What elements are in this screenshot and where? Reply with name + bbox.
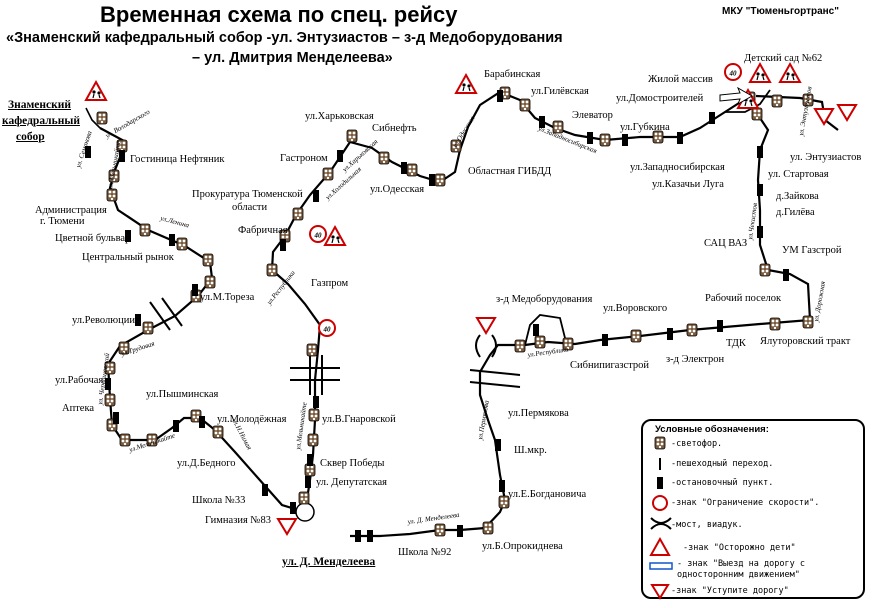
- route-finish-label: ул. Д. Менделеева: [282, 556, 376, 568]
- stop-gileva: д.Гилёва: [776, 207, 815, 218]
- stop-gnarovskoy: ул.В.Гнаровской: [322, 414, 396, 425]
- legend-box: Условные обозначения: -светофор. -пешехо…: [641, 419, 865, 600]
- street-odesskaya: ул.Одесская: [450, 115, 476, 150]
- stop-rabochaya: ул.Рабочая: [55, 375, 103, 386]
- stop-barabinskaya: Барабинская: [484, 69, 540, 80]
- legend-oneway-2: односторонним движением": [677, 570, 800, 580]
- route-subtitle-line1: «Знаменский кафедральный собор -ул. Энту…: [6, 30, 563, 46]
- stop-shkola92: Школа №92: [398, 547, 451, 558]
- stop-sh: Ш.мкр.: [514, 445, 547, 456]
- legend-crossing: -пешеходный переход.: [671, 459, 774, 469]
- warning-signs: [85, 63, 857, 535]
- stop-neftyanik: Гостиница Нефтяник: [130, 154, 225, 165]
- stop-labels: Гостиница Нефтяник Администрация г. Тюме…: [35, 53, 861, 558]
- stop-gibdd: Областная ГИБДД: [468, 166, 551, 177]
- legend-oneway-1: - знак "Выезд на дорогу с: [677, 559, 805, 569]
- stop-kazachi: ул.Казачьи Луга: [652, 179, 724, 190]
- stop-elevator: Элеватор: [572, 110, 613, 121]
- stop-tdk: ТДК: [726, 338, 747, 349]
- stop-molodezhnaya: ул.Молодёжная: [217, 414, 287, 425]
- street-entuziastov: ул. Энтузиастов: [797, 86, 814, 137]
- stop-shkola33: Школа №33: [192, 495, 245, 506]
- speed-limit-value-2: 40: [323, 326, 332, 334]
- stop-sibneft: Сибнефть: [372, 123, 417, 134]
- legend-bridge: -мост, виадук.: [671, 520, 743, 530]
- bridge-trudovaya: [149, 297, 183, 331]
- stop-admin-1: Администрация: [35, 205, 107, 216]
- stop-skver: Сквер Победы: [320, 458, 385, 469]
- legend-children: -знак "Осторожно дети": [683, 543, 796, 553]
- bridge-permyakova: [469, 334, 521, 388]
- stop-revolyutsii: ул.Революции: [72, 315, 135, 326]
- map-title: Временная схема по спец. рейсу: [100, 2, 458, 27]
- stop-zapadnosib: ул.Западносибирская: [630, 162, 725, 173]
- stop-gastronom: Гастроном: [280, 153, 328, 164]
- stop-gimnaziya83: Гимназия №83: [205, 515, 271, 526]
- start-line-2: кафедральный: [2, 115, 80, 127]
- stop-elektron: з-д Электрон: [666, 354, 724, 365]
- stop-entuziastov: ул. Энтузиастов: [790, 152, 861, 163]
- start-line-1: Знаменский: [8, 99, 71, 111]
- street-respubliki-2: ул.Республики: [526, 345, 569, 359]
- start-stub: [85, 107, 101, 129]
- street-melnikayte-3: ул.Мельникайте: [294, 402, 309, 451]
- organization-name: МКУ "Тюменьгортранс": [722, 6, 839, 17]
- stop-medob: з-д Медоборудования: [496, 294, 593, 305]
- stop-permyakova: ул.Пермякова: [508, 408, 569, 419]
- street-mendeleeva: ул. Д. Менделеева: [406, 511, 460, 526]
- stop-admin-2: г. Тюмени: [40, 216, 85, 227]
- street-dorozhnaya: ул. Дорожная: [812, 281, 827, 324]
- legend-speed: -знак "Ограничение скорости".: [671, 498, 820, 508]
- speed-limit-value: 40: [314, 232, 323, 240]
- branch-line: [755, 94, 839, 131]
- stop-yalut: Ялуторовский тракт: [760, 336, 851, 347]
- stop-vorovskogo: ул.Воровского: [603, 303, 667, 314]
- route-subtitle-line2: – ул. Дмитрия Менделеева»: [192, 50, 393, 66]
- stop-tsvetnoy: Цветной бульвар: [55, 233, 130, 244]
- stop-deputatskaya: ул. Депутатская: [316, 477, 387, 488]
- stop-prokuratura-1: Прокуратура Тюменской: [192, 189, 303, 200]
- bridge-melnikayte: [290, 355, 340, 395]
- stop-bednogo: ул.Д.Бедного: [177, 458, 236, 469]
- stop-pyshminskaya: ул.Пышминская: [146, 389, 219, 400]
- stop-bogdanovicha: ул.Е.Богдановича: [508, 489, 586, 500]
- stop-startovaya: ул. Стартовая: [768, 169, 829, 180]
- stop-zaykova: д.Зайкова: [776, 191, 819, 202]
- loop-medob: [524, 314, 566, 346]
- stop-oprokidneva: ул.Б.Опрокиднева: [482, 541, 563, 552]
- legend-title: Условные обозначения:: [655, 424, 769, 435]
- street-lenina: ул.Ленина: [159, 214, 191, 230]
- speed-limit-value-3: 40: [729, 70, 738, 78]
- stop-gilevskaya: ул.Гилёвская: [531, 86, 589, 97]
- start-line-3: собор: [16, 131, 45, 143]
- roundabout: [295, 502, 315, 522]
- stop-kharkovskaya: ул.Харьковская: [305, 111, 374, 122]
- street-volodarskogo: ул. Володарского: [103, 108, 152, 141]
- stop-sibnipi: Сибнипигазстрой: [570, 360, 649, 371]
- stop-odesskaya: ул.Одесская: [370, 184, 424, 195]
- legend-symbols: [649, 436, 673, 600]
- stop-gubkina: ул.Губкина: [620, 122, 670, 133]
- stop-detsad: Детский сад №62: [744, 53, 822, 64]
- legend-traffic-light: -светофор.: [671, 439, 723, 449]
- stop-domostroiteley: ул.Домостроителей: [616, 93, 704, 104]
- stop-rynok: Центральный рынок: [82, 252, 175, 263]
- stop-sats: САЦ ВАЗ: [704, 238, 747, 249]
- legend-stop: -остановочный пункт.: [671, 478, 774, 488]
- stop-rabpos: Рабочий поселок: [705, 293, 782, 304]
- stop-toreza: ул.М.Тореза: [200, 292, 255, 303]
- stop-zhiloy: Жилой массив: [648, 74, 713, 85]
- stop-fabrichnaya: Фабричная: [238, 225, 288, 236]
- stop-um: УМ Газстрой: [782, 245, 842, 256]
- route-start-label: Знаменский кафедральный собор: [2, 97, 80, 145]
- street-melnikayte-1: ул. Мельникайте: [106, 140, 123, 191]
- legend-yield: -знак "Уступите дорогу": [671, 586, 789, 596]
- stop-apteka: Аптека: [62, 403, 94, 414]
- stop-prokuratura-2: области: [232, 202, 267, 213]
- stop-gazprom: Газпром: [311, 278, 349, 289]
